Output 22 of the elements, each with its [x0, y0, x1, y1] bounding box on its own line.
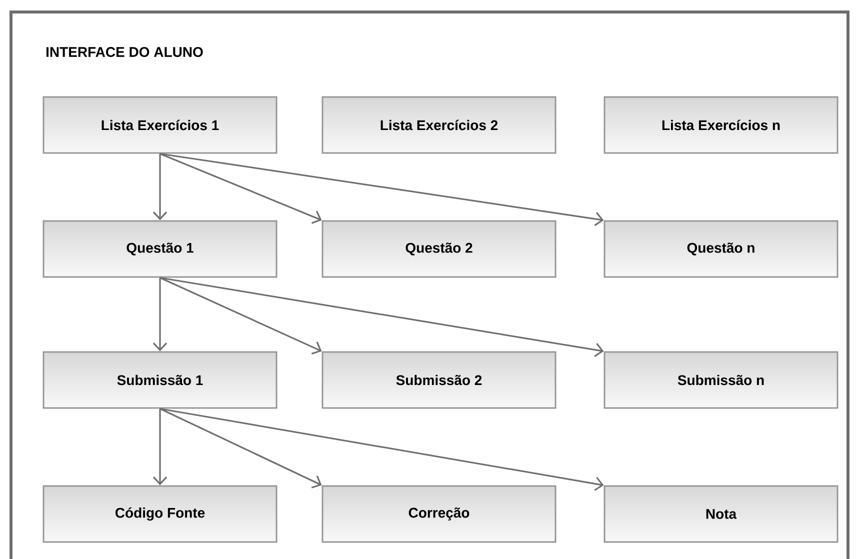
arrow	[152, 154, 168, 220]
box: Questão 2	[322, 220, 556, 278]
box: Questão n	[604, 220, 838, 278]
box: Lista Exercícios n	[604, 96, 838, 154]
title: INTERFACE DO ALUNO	[46, 47, 203, 57]
box: Submissão n	[604, 351, 838, 409]
box: Submissão 2	[322, 351, 556, 409]
arrow	[152, 408, 168, 486]
arrow	[160, 153, 322, 224]
box: Nota	[604, 485, 838, 543]
box: Lista Exercícios 1	[42, 96, 278, 154]
box: Submissão 1	[42, 351, 278, 409]
box: Código Fonte	[42, 485, 278, 543]
arrow	[160, 277, 322, 355]
arrow	[160, 276, 604, 357]
arrow	[152, 278, 168, 352]
box: Correção	[322, 485, 556, 543]
arrow	[160, 408, 322, 488]
box: Questão 1	[42, 220, 278, 278]
arrow	[160, 408, 604, 491]
arrow	[160, 152, 604, 226]
box: Lista Exercícios 2	[322, 96, 556, 154]
